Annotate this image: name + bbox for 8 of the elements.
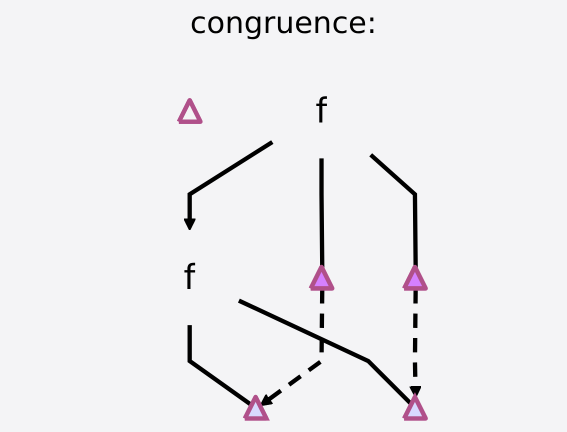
- connector: [370, 153, 418, 268]
- node-text: f: [316, 90, 328, 132]
- arrow: [260, 289, 325, 406]
- title: congruence:: [189, 5, 378, 43]
- connector: [320, 158, 325, 268]
- node-text: f: [184, 258, 196, 298]
- arrow: [184, 140, 274, 231]
- arrow: [410, 289, 422, 398]
